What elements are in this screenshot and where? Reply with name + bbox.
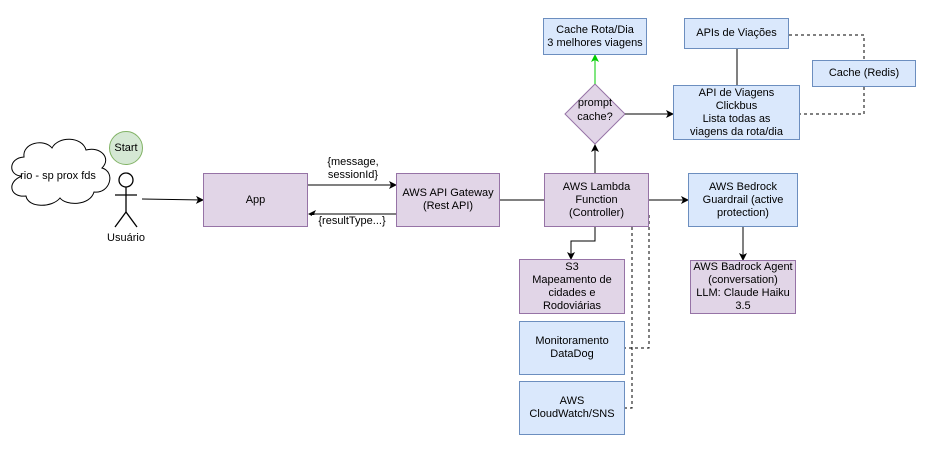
user-cloud-shape [11, 138, 111, 206]
text-line: viagens da rota/dia [690, 125, 783, 138]
edge-label-response: {resultType...} [312, 215, 392, 228]
app-node: App [203, 173, 308, 227]
user-cloud-label: rio - sp prox fds [20, 170, 96, 182]
text-line: {message, [327, 156, 379, 168]
text-line: APIs de Viações [696, 27, 777, 39]
text-line: Monitoramento [535, 335, 609, 347]
text-line: AWS Lambda [562, 180, 631, 193]
api-gateway-node: AWS API Gateway(Rest API) [396, 173, 500, 227]
text-line: Function [575, 193, 618, 206]
text-line: 3 melhores viagens [547, 36, 643, 49]
text-line: cache? [577, 111, 613, 123]
text-line: sessionId} [327, 169, 379, 181]
text-line: AWS Badrock Agent [693, 261, 793, 273]
start-node: Start [109, 131, 143, 165]
edge-user-app [141, 195, 204, 204]
text-line: CloudWatch/SNS [529, 408, 615, 420]
edge-lambda-s3 [567, 227, 596, 260]
text-line: Cache Rota/Dia [556, 23, 634, 36]
text-line: cidades e [548, 286, 596, 299]
dashed-edges [625, 34, 865, 409]
text-line: 3.5 [735, 300, 751, 312]
text-line: (Controller) [568, 206, 624, 219]
text-line: AWS [559, 395, 585, 407]
text-line: prompt [577, 97, 613, 109]
apis-viacoes-node: APIs de Viações [684, 18, 789, 49]
text-line: App [245, 193, 266, 206]
redis-node: Cache (Redis) [812, 60, 916, 87]
bedrock-agent-node: AWS Badrock Agent(conversation)LLM: Clau… [690, 260, 796, 314]
prompt-cache-label: prompt cache? [566, 96, 624, 124]
text-line: S3 [565, 260, 579, 273]
text-line: (conversation) [708, 274, 778, 286]
text-line: LLM: Claude Haiku [696, 287, 790, 299]
edges [141, 49, 747, 261]
edge-lambda-datadog [625, 215, 650, 349]
text-line: AWS API Gateway [402, 187, 494, 199]
text-line: (Rest API) [422, 200, 474, 212]
text-line: Rodoviárias [542, 299, 602, 312]
edge-lambda-cloudwatch [625, 227, 633, 409]
user-actor-icon [114, 172, 138, 228]
text-line: API de Viagens [698, 86, 775, 99]
edge-label-request: {message,sessionId} [322, 156, 384, 182]
text-line: Lista todas as [702, 112, 771, 125]
edge-redis-clickbus [800, 87, 865, 115]
edge-viacoes-redis [789, 34, 865, 60]
text-line: Mapeamento de [532, 273, 612, 286]
text-line: DataDog [550, 348, 594, 360]
text-line: Guardrail (active [702, 193, 784, 206]
text-line: Clickbus [715, 99, 758, 112]
text-line: protection) [717, 206, 769, 219]
text-line: AWS Bedrock [708, 180, 778, 193]
text-line: Cache (Redis) [828, 67, 900, 79]
user-actor-label: Usuário [107, 232, 145, 244]
text-line: {resultType...} [318, 215, 386, 227]
